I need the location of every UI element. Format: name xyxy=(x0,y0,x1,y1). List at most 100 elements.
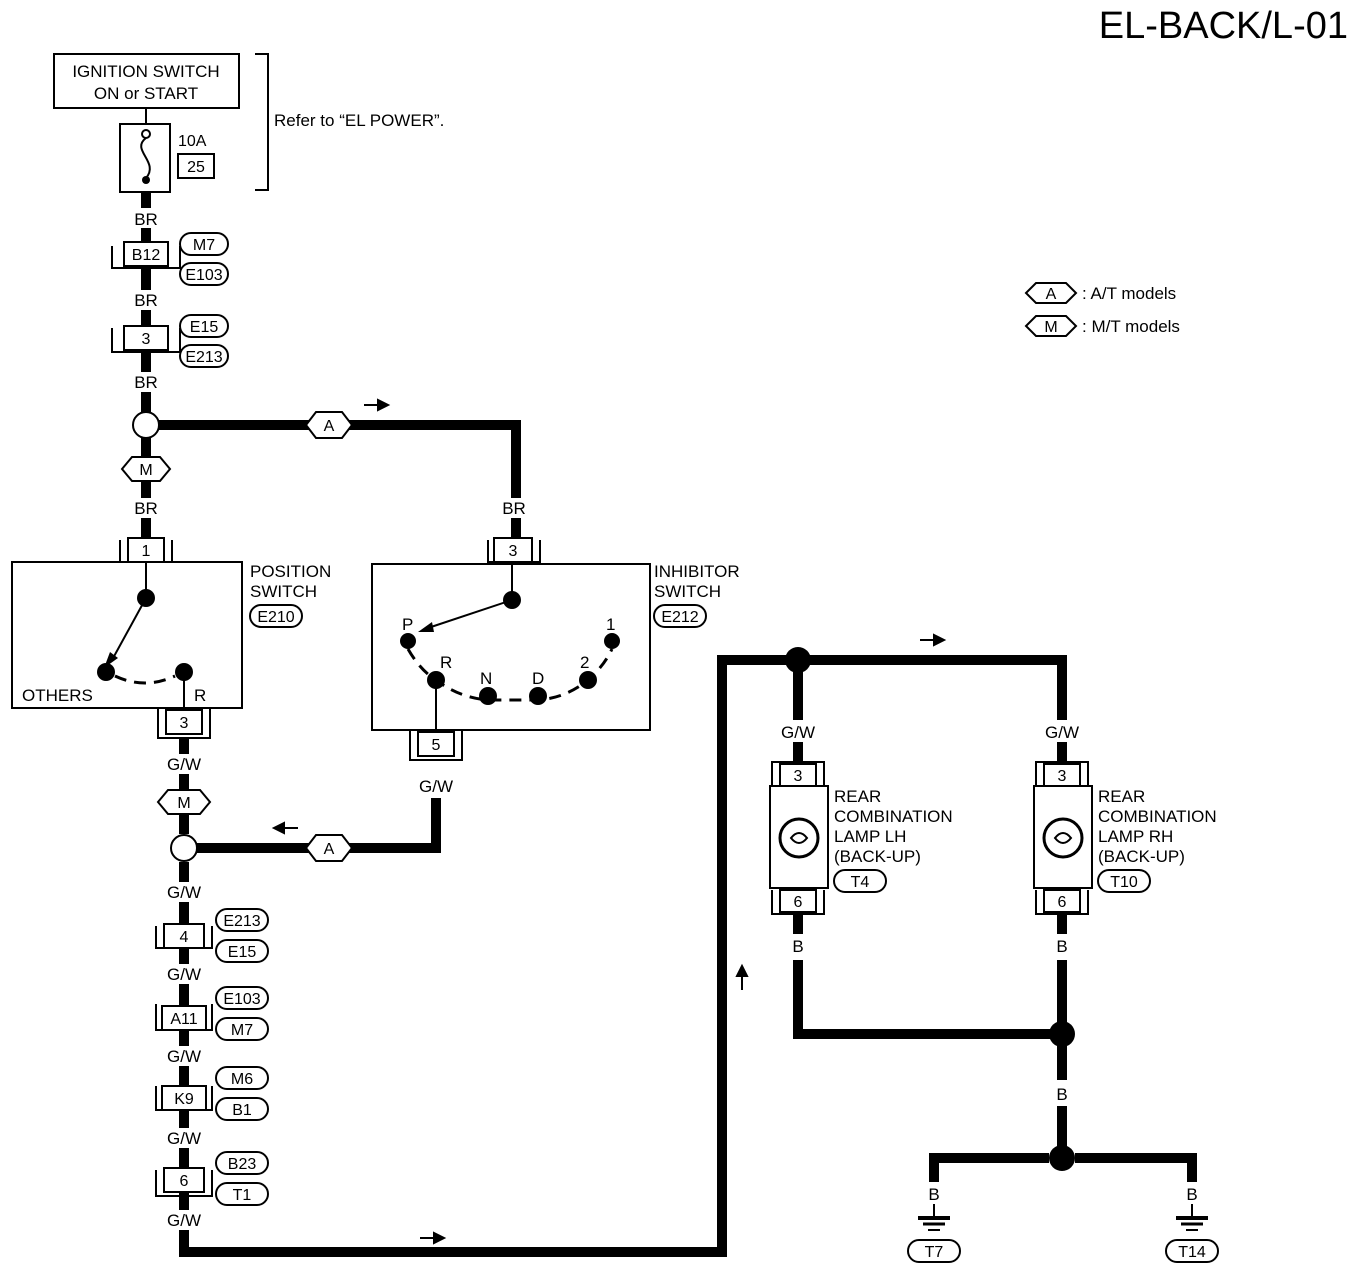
wire-color-gw-1: G/W xyxy=(167,755,201,774)
inhibitor-pos-r: R xyxy=(440,653,452,672)
position-switch-ref: E210 xyxy=(257,609,294,626)
fuse-number: 25 xyxy=(187,159,205,176)
wire-color-gw-lh: G/W xyxy=(781,723,815,742)
lamp-rh-line1: REAR xyxy=(1098,787,1145,806)
lamp-lh-pin-bottom: 6 xyxy=(794,894,803,911)
connector-6-ref2: T1 xyxy=(233,1187,252,1204)
wire-color-gw-3: G/W xyxy=(167,965,201,984)
lamp-lh-line4: (BACK-UP) xyxy=(834,847,921,866)
splice-open-top xyxy=(132,411,160,439)
splice-ground-2 xyxy=(1049,1145,1075,1171)
position-switch-others: OTHERS xyxy=(22,686,93,705)
wire-color-gw-4: G/W xyxy=(167,1047,201,1066)
lamp-rh-line4: (BACK-UP) xyxy=(1098,847,1185,866)
option-badge-a-top xyxy=(304,411,354,439)
flow-arrow-3 xyxy=(420,1231,447,1245)
inhibitor-switch-ref: E212 xyxy=(661,609,698,626)
wire-color-gw-rh: G/W xyxy=(1045,723,1079,742)
fuse-terminal-top xyxy=(141,129,151,139)
ground-right: B T14 xyxy=(1165,1184,1219,1263)
connector-k9-ref1: M6 xyxy=(231,1071,253,1088)
lamp-lh-line2: COMBINATION xyxy=(834,807,953,826)
fuse-amps: 10A xyxy=(178,133,207,150)
lamp-rh-ref: T10 xyxy=(1110,874,1138,891)
ground-left: B T7 xyxy=(907,1184,961,1263)
inhibitor-pos-d: D xyxy=(532,669,544,688)
wire-color-br-2: BR xyxy=(134,291,158,310)
ignition-line1: IGNITION SWITCH xyxy=(72,62,219,81)
ground-left-icon xyxy=(918,1216,950,1231)
position-switch-pin-in: 1 xyxy=(142,543,151,560)
connector-k9-pin: K9 xyxy=(174,1091,194,1108)
legend-text-mt: : M/T models xyxy=(1082,317,1180,336)
inhibitor-pos-2: 2 xyxy=(580,653,589,672)
legend-code-m: M xyxy=(1044,319,1057,336)
wire-color-br-4: BR xyxy=(134,499,158,518)
wire-color-b-lh: B xyxy=(792,937,803,956)
connector-3-upper: 3 E15 E213 xyxy=(111,314,229,368)
connector-a11-ref1: E103 xyxy=(223,991,260,1008)
legend-code-a: A xyxy=(1046,286,1057,303)
wire-color-gw-5: G/W xyxy=(167,1129,201,1148)
ignition-switch: IGNITION SWITCH ON or START xyxy=(53,53,240,109)
refer-bracket xyxy=(255,53,269,191)
option-badge-m-bottom-label: M xyxy=(177,795,190,812)
fuse: 10A 25 xyxy=(119,123,215,193)
connector-b12: B12 M7 E103 xyxy=(111,232,229,286)
flow-arrow-1 xyxy=(364,398,391,412)
position-switch-r: R xyxy=(194,686,206,705)
lamp-lh-bulb-icon xyxy=(778,817,820,859)
wire-color-b-ground-left: B xyxy=(928,1185,939,1204)
flow-arrow-4 xyxy=(735,963,749,990)
connector-b12-ref2: E103 xyxy=(185,267,222,284)
wire-color-gw-inhibitor: G/W xyxy=(419,777,453,796)
connector-6-ref1: B23 xyxy=(228,1156,257,1173)
inhibitor-switch-pin-out: 5 xyxy=(432,737,441,754)
ground-right-icon xyxy=(1176,1216,1208,1231)
legend-text-at: : A/T models xyxy=(1082,284,1176,303)
lamp-rh-pin-top: 3 xyxy=(1058,768,1067,785)
rear-combination-lamp-lh: G/W 3 6 REAR COMBINATION LAMP LH (BACK-U… xyxy=(769,722,953,915)
fuse-terminal-bottom xyxy=(142,176,150,184)
splice-open-bottom xyxy=(170,834,198,862)
legend-badge-m xyxy=(1024,315,1078,337)
connector-b12-pin: B12 xyxy=(132,247,161,264)
inhibitor-switch-name2: SWITCH xyxy=(654,582,721,601)
diagram-title: EL-BACK/L-01 xyxy=(1099,5,1348,47)
option-badge-m-bottom xyxy=(156,789,212,815)
lamp-lh-pin-top: 3 xyxy=(794,768,803,785)
legend-badge-a xyxy=(1024,282,1078,304)
flow-arrow-5 xyxy=(920,633,947,647)
legend-item-at: A : A/T models xyxy=(1024,282,1176,304)
refer-note: Refer to “EL POWER”. xyxy=(274,111,444,130)
connector-k9: K9 M6 B1 xyxy=(155,1066,269,1121)
wire-color-br-1: BR xyxy=(134,210,158,229)
lamp-lh-line3: LAMP LH xyxy=(834,827,906,846)
connector-a11-pin: A11 xyxy=(170,1011,197,1028)
connector-3-upper-pin: 3 xyxy=(142,331,151,348)
lamp-lh-line1: REAR xyxy=(834,787,881,806)
option-badge-a-bottom xyxy=(304,834,354,862)
ground-right-ref: T14 xyxy=(1178,1244,1206,1261)
splice-ground-1 xyxy=(1049,1021,1075,1047)
legend-item-mt: M : M/T models xyxy=(1024,315,1180,337)
position-switch: 1 OTHERS R POSITION SWITCH E210 3 xyxy=(11,537,331,739)
connector-4-pin: 4 xyxy=(180,929,189,946)
connector-a11: A11 E103 M7 xyxy=(155,986,269,1041)
connector-4-ref2: E15 xyxy=(228,944,257,961)
wire-color-b-rh: B xyxy=(1056,937,1067,956)
flow-arrow-2 xyxy=(271,821,298,835)
inhibitor-pos-1: 1 xyxy=(606,615,615,634)
lamp-rh-pin-bottom: 6 xyxy=(1058,894,1067,911)
inhibitor-switch-name1: INHIBITOR xyxy=(654,562,740,581)
lamp-rh-bulb-icon xyxy=(1042,817,1084,859)
wire-color-br-5: BR xyxy=(502,499,526,518)
connector-6-pin: 6 xyxy=(180,1173,189,1190)
position-switch-name2: SWITCH xyxy=(250,582,317,601)
connector-3-upper-ref1: E15 xyxy=(190,319,219,336)
rear-combination-lamp-rh: G/W 3 6 REAR COMBINATION LAMP RH (BACK-U… xyxy=(1033,722,1217,915)
lamp-rh-line2: COMBINATION xyxy=(1098,807,1217,826)
position-switch-name1: POSITION xyxy=(250,562,331,581)
connector-4: 4 E213 E15 xyxy=(155,908,269,963)
